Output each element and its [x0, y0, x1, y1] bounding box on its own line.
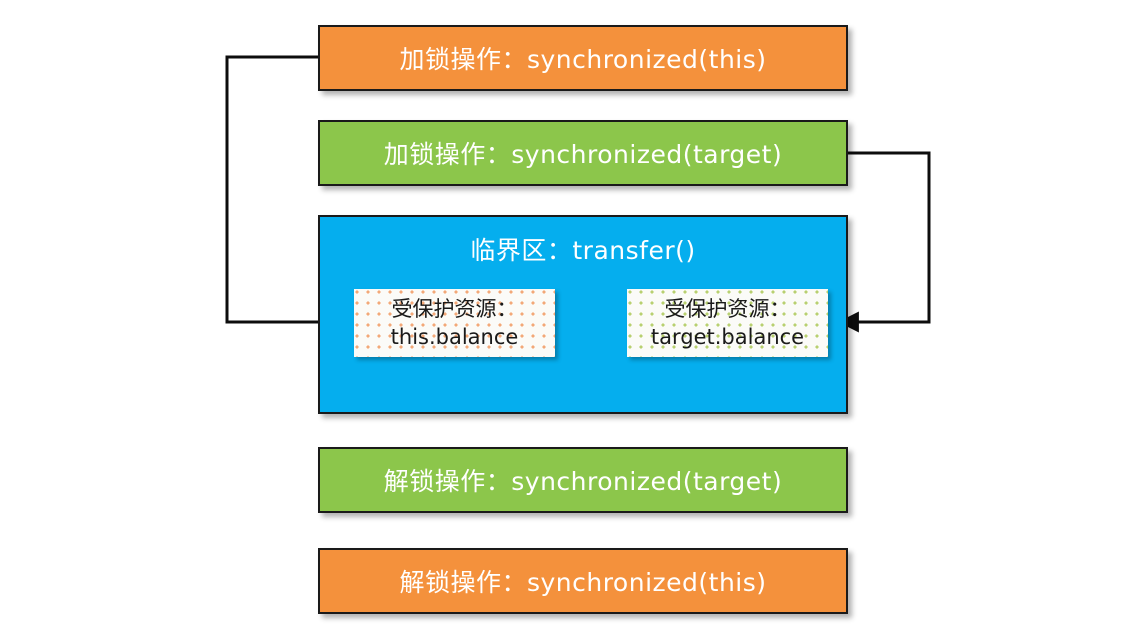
critical-section-title: 临界区：transfer()	[470, 236, 696, 265]
bar-lock-target[interactable]: 加锁操作：synchronized(target)	[318, 120, 848, 186]
resource-target-balance-line1: 受保护资源：	[664, 296, 791, 321]
connector-target-lock-to-target-balance	[837, 151, 931, 333]
resource-this-balance-line1: 受保护资源：	[391, 296, 518, 321]
resource-this-balance-line2: this.balance	[390, 325, 519, 349]
bar-lock-this-label: 加锁操作：synchronized(this)	[399, 45, 767, 74]
critical-section-box[interactable]: 临界区：transfer() 受保护资源： this.balance 受保护资源…	[318, 215, 848, 414]
bar-unlock-target[interactable]: 解锁操作：synchronized(target)	[318, 447, 848, 513]
resource-target-balance-line2: target.balance	[650, 325, 805, 349]
bar-unlock-target-label: 解锁操作：synchronized(target)	[383, 467, 783, 496]
bar-lock-this[interactable]: 加锁操作：synchronized(this)	[318, 25, 848, 91]
bar-unlock-this[interactable]: 解锁操作：synchronized(this)	[318, 548, 848, 614]
resource-target-balance[interactable]: 受保护资源： target.balance	[627, 289, 828, 357]
bar-unlock-this-label: 解锁操作：synchronized(this)	[399, 568, 767, 597]
bar-lock-target-label: 加锁操作：synchronized(target)	[383, 140, 783, 169]
resource-this-balance[interactable]: 受保护资源： this.balance	[354, 289, 555, 357]
